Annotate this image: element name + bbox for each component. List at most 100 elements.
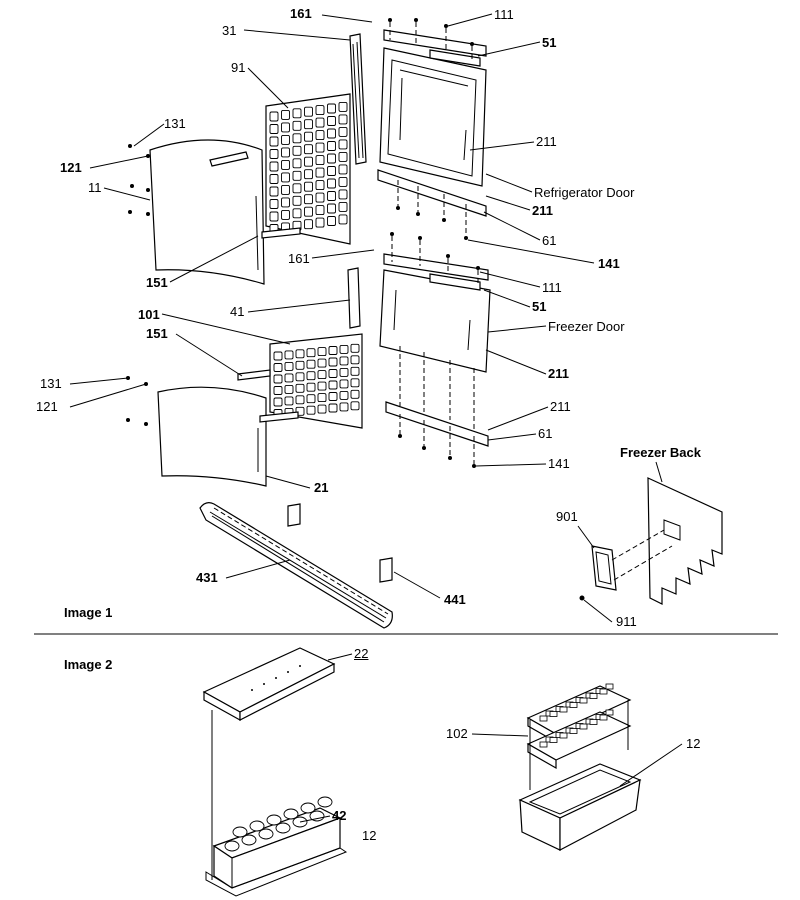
- grid-cell: [304, 144, 313, 155]
- grid-cell: [338, 114, 348, 125]
- grid-cell: [304, 169, 313, 180]
- grid-cell: [315, 155, 325, 166]
- egg-cup: [266, 814, 282, 826]
- callout-61-lower: 61: [538, 426, 553, 441]
- grid-cell: [295, 349, 305, 359]
- egg-cup: [241, 834, 257, 846]
- callout-121-lower: 121: [36, 399, 58, 414]
- grid-cell: [304, 206, 313, 217]
- grid-cell: [292, 183, 302, 194]
- grid-cell: [315, 142, 325, 153]
- callout-441: 441: [444, 592, 466, 607]
- screws-refrigerator-door: [388, 18, 474, 240]
- grid-cell: [338, 151, 348, 162]
- grid-cell: [292, 158, 302, 169]
- tray-cell: [559, 732, 568, 739]
- grid-cell: [281, 109, 290, 120]
- callout-102: 102: [446, 726, 468, 741]
- grid-cell: [304, 156, 313, 167]
- grid-cell: [338, 176, 348, 187]
- grid-cell: [273, 363, 283, 372]
- egg-cup: [275, 822, 291, 834]
- grid-cell: [327, 178, 336, 189]
- callout-11: 11: [88, 180, 102, 195]
- grid-cell: [328, 357, 338, 367]
- callout-51-upper: 51: [542, 35, 557, 50]
- grid-cell: [350, 355, 360, 365]
- egg-cup: [258, 828, 274, 840]
- grid-cell: [315, 205, 325, 216]
- grid-cell: [281, 159, 290, 170]
- grid-cell: [339, 367, 349, 377]
- grid-cell: [281, 122, 290, 133]
- grid-cell: [328, 403, 338, 413]
- grid-cell: [317, 393, 327, 403]
- grid-cell: [284, 384, 294, 394]
- tray-cell: [539, 741, 548, 748]
- grid-cell: [269, 149, 279, 159]
- grid-cell: [304, 119, 313, 130]
- grid-cell: [315, 117, 325, 128]
- tray-cell: [599, 714, 608, 721]
- grid-cell: [273, 386, 283, 395]
- grid-cell: [281, 147, 290, 158]
- grid-cell: [327, 191, 336, 201]
- grid-cell: [338, 164, 348, 175]
- grid-cell: [292, 170, 302, 181]
- grid-cell: [315, 167, 325, 178]
- grid-cell: [338, 189, 348, 200]
- grid-cell: [315, 130, 325, 141]
- grid-cell: [315, 217, 325, 228]
- grid-cell: [292, 120, 302, 131]
- callout-51-lower: 51: [532, 299, 547, 314]
- door-shelf-grid-91: [265, 93, 351, 245]
- grid-cell: [328, 369, 338, 378]
- grid-cell: [273, 397, 283, 407]
- tray-cell: [579, 697, 588, 704]
- grid-cell: [317, 404, 327, 414]
- grid-cell: [304, 194, 313, 205]
- callout-211-b: 211: [532, 203, 553, 218]
- grid-cell: [284, 396, 294, 406]
- grid-cell: [317, 381, 327, 391]
- grid-cell: [292, 195, 302, 206]
- grid-cell: [328, 346, 338, 355]
- gasket-strip-31: [349, 33, 367, 165]
- door-shelf-grid-101: [269, 333, 363, 429]
- grid-cell: [295, 372, 305, 382]
- grid-cell: [269, 199, 279, 209]
- image-2-title: Image 2: [64, 657, 113, 672]
- grid-cell: [306, 348, 316, 358]
- grid-cell: [269, 161, 279, 172]
- callout-12-left: 12: [362, 828, 377, 843]
- egg-cup: [249, 820, 265, 832]
- grid-cell: [338, 139, 348, 150]
- freezer-back-panel: [647, 477, 723, 605]
- grid-cell: [339, 344, 349, 354]
- callout-91: 91: [231, 60, 246, 75]
- grid-cell: [269, 111, 279, 122]
- grid-cell: [284, 373, 294, 383]
- callout-431: 431: [196, 570, 218, 585]
- grid-cell: [338, 214, 348, 225]
- grid-cell: [292, 133, 302, 144]
- grid-cell: [292, 145, 302, 156]
- grid-cell: [281, 184, 290, 195]
- kickplate-grille-431: [199, 502, 393, 629]
- grid-cell: [317, 347, 327, 357]
- grid-cell: [328, 392, 338, 401]
- tray-cell: [579, 723, 588, 730]
- storage-bin-12-right: [518, 763, 642, 851]
- grid-cell: [350, 366, 360, 376]
- grid-cell: [306, 359, 316, 369]
- grid-cell: [315, 192, 325, 203]
- grid-cell: [304, 219, 313, 230]
- grid-cell: [306, 371, 316, 381]
- grid-cell: [292, 208, 302, 219]
- callout-151-upper: 151: [146, 275, 168, 290]
- ice-tray-102: [526, 683, 632, 790]
- callout-61-upper: 61: [542, 233, 557, 248]
- callout-refrigerator-door: Refrigerator Door: [534, 185, 635, 200]
- grid-cell: [327, 153, 336, 164]
- callout-111-upper: 111: [494, 7, 514, 22]
